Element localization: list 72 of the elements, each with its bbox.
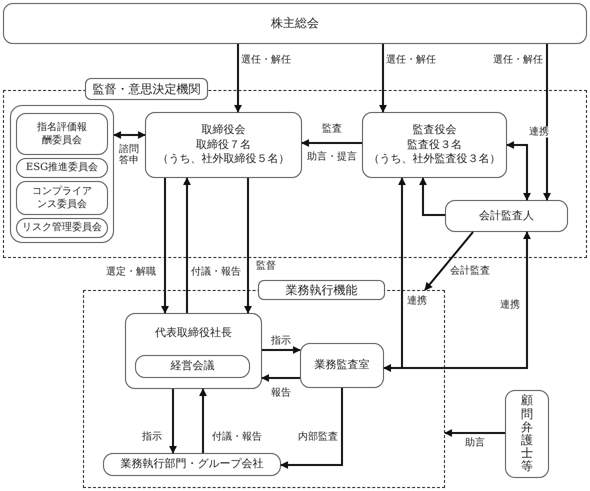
rounded-box [16,158,108,178]
edge-label: 会計監査 [449,266,491,276]
arrow [161,178,169,314]
rounded-box [3,3,587,44]
box-label: 会計監査人 [479,208,534,224]
edge-label: 選任・解任 [240,54,292,66]
box-label: リスク管理委員会 [22,221,102,235]
box-label: 経営会議 [170,359,214,374]
arrow [169,389,177,454]
arrow [506,141,531,201]
box-label: 業務執行部門・グループ会社 [120,457,264,472]
edge-label: 指示 [141,432,163,442]
box-label: （うち、社外監査役３名） [368,152,500,168]
rounded-box [16,218,108,238]
edge-label: 諮問答申 [118,144,140,166]
box-label: 取締役７名 [196,138,251,152]
arrow [262,346,301,354]
edge-label: 選任・解任 [492,54,544,66]
box-label: ESG推進委員会 [26,161,98,175]
arrow [543,44,551,201]
section-title-box [258,280,385,300]
edge-label: 付議・報告 [211,432,263,442]
arrow [183,177,191,313]
arrow [383,231,531,372]
arrow [261,374,300,382]
edge-label: 指示 [270,336,292,346]
box-label: 業務監査室 [314,358,370,373]
rounded-box [145,112,302,178]
arrow [419,177,445,216]
box-label: 指名評価報酬委員会 [36,120,88,148]
arrow [424,231,474,291]
arrow [379,44,387,113]
box-label: 株主総会 [271,15,319,32]
box-label: 取締役会 [202,122,246,138]
edge-label: 付議・報告 [190,266,242,278]
arrow [234,44,242,113]
arrow [444,429,505,437]
arrow [199,388,207,453]
arrow [301,139,362,147]
arrow [244,178,252,314]
edge-label: 選定・解職 [105,266,157,278]
edge-label: 内部監査 [297,432,339,442]
edge-label: 連携 [499,300,521,310]
rounded-box [16,113,108,155]
rounded-box [362,112,507,178]
container-box [10,105,114,243]
rounded-box [135,355,250,378]
box-label: 監査役会 [412,122,456,138]
box-label: コンプライアンス委員会 [31,184,93,212]
box-label: 監督・意思決定機関 [92,80,200,98]
edge-label: 連携 [528,126,550,138]
edge-label: 連携 [406,296,428,306]
edge-label: 報告 [270,388,292,398]
rounded-box [125,313,262,389]
box-label: 顧問弁護士等 [521,394,533,474]
rounded-box [16,181,108,215]
rounded-box [103,453,281,476]
section-title-box [85,78,208,100]
rounded-box [300,343,384,388]
edge-label: 助言 [464,438,486,448]
box-label: 業務執行機能 [286,282,358,298]
box-label: 代表取締役社長 [155,326,232,341]
rounded-box [445,200,568,232]
arrow [113,131,146,139]
arrow [280,388,343,469]
edge-label: 監督 [255,260,277,272]
edge-label: 選任・解任 [385,54,437,66]
edge-label: 監査 [321,124,343,134]
rounded-box [505,390,549,478]
annotation-text: 助言・提言 [306,152,358,162]
box-label: 監査役３名 [407,138,462,152]
box-label: （うち、社外取締役５名） [158,152,290,168]
